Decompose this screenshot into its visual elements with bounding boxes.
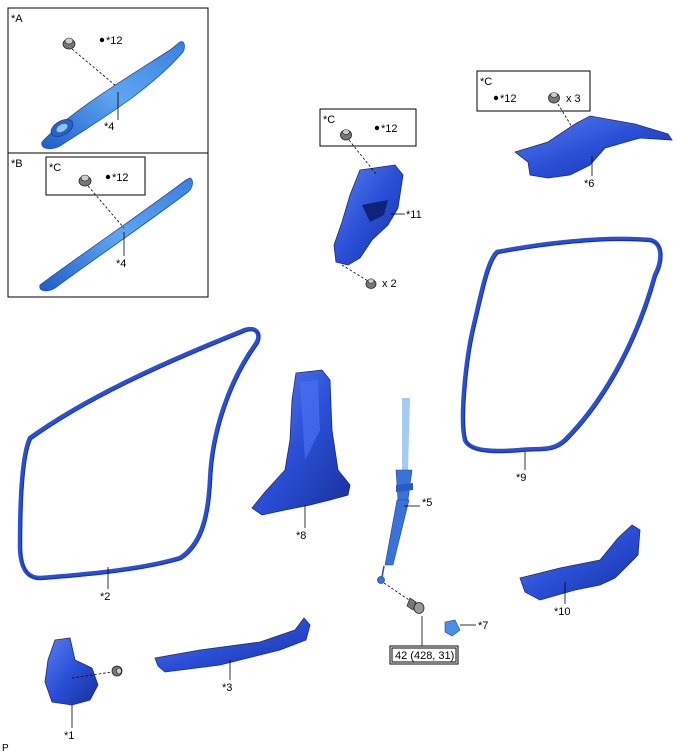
torque-box-inner bbox=[391, 647, 457, 663]
clip-11-top bbox=[340, 129, 352, 141]
callout-1: *1 bbox=[64, 730, 74, 742]
leader-clip-a bbox=[71, 48, 117, 87]
dot-12a bbox=[99, 37, 105, 43]
center-pillar-upper-garnish bbox=[333, 164, 404, 266]
torque-spec: 42 (428, 31) bbox=[395, 650, 454, 662]
detail-frame-b bbox=[7, 152, 209, 298]
leader-clip-6 bbox=[557, 103, 573, 128]
detail-frame-c-b bbox=[45, 156, 146, 196]
callout-5: *5 bbox=[422, 497, 432, 509]
leader-bolt bbox=[383, 582, 413, 603]
clip-6 bbox=[548, 92, 560, 104]
detail-frame-c-6 bbox=[476, 70, 591, 112]
leader-clip-11 bbox=[348, 139, 377, 175]
leader-clip-1 bbox=[71, 671, 113, 679]
callout-8: *8 bbox=[296, 530, 306, 542]
quantity-6: x 3 bbox=[566, 93, 581, 105]
front-door-weatherstrip bbox=[17, 326, 261, 581]
front-pillar-garnish-a bbox=[41, 41, 185, 150]
callout-12c: *12 bbox=[381, 123, 398, 135]
callout-12b: *12 bbox=[112, 172, 129, 184]
clip-1 bbox=[111, 665, 123, 677]
clip-11-bottom bbox=[365, 278, 377, 289]
rear-pillar-garnish bbox=[514, 115, 673, 179]
dot-12d bbox=[493, 95, 499, 101]
torque-box-outer bbox=[389, 645, 459, 665]
front-scuff-plate bbox=[154, 617, 311, 673]
detail-frame-c-11 bbox=[319, 108, 417, 147]
callout-11: *11 bbox=[406, 209, 422, 221]
callout-9: *9 bbox=[516, 472, 526, 484]
anchor-bolt bbox=[406, 597, 425, 614]
callout-2: *2 bbox=[100, 591, 110, 603]
rear-door-weatherstrip bbox=[460, 236, 663, 454]
frame-label-a: *A bbox=[11, 13, 23, 25]
leader-clip-b bbox=[87, 185, 125, 229]
cowl-side-trim bbox=[44, 637, 99, 706]
callout-4b: *4 bbox=[116, 258, 126, 270]
clip-a bbox=[62, 37, 76, 50]
callout-12d: *12 bbox=[500, 93, 517, 105]
center-pillar-lower-garnish bbox=[251, 369, 351, 516]
frame-label-c-6: *C bbox=[480, 76, 492, 88]
callout-12a: *12 bbox=[106, 35, 123, 47]
callout-10: *10 bbox=[554, 606, 571, 618]
small-cap bbox=[444, 619, 461, 637]
frame-label-c-11: *C bbox=[323, 114, 335, 126]
callout-3: *3 bbox=[222, 682, 232, 694]
front-pillar-garnish-b bbox=[39, 177, 193, 292]
rear-scuff-plate bbox=[519, 524, 641, 601]
callout-6: *6 bbox=[584, 178, 594, 190]
seat-belt-assembly bbox=[377, 398, 413, 584]
callout-4a: *4 bbox=[104, 121, 114, 133]
frame-label-c-b: *C bbox=[49, 162, 61, 174]
quantity-11: x 2 bbox=[382, 278, 397, 290]
leader-clip-11b bbox=[341, 264, 369, 282]
clip-b bbox=[78, 174, 92, 187]
callout-7: *7 bbox=[478, 620, 488, 632]
dot-12b bbox=[105, 174, 111, 180]
corner-code: P bbox=[2, 743, 9, 754]
frame-label-b: *B bbox=[11, 158, 23, 170]
dot-12c bbox=[374, 125, 380, 131]
